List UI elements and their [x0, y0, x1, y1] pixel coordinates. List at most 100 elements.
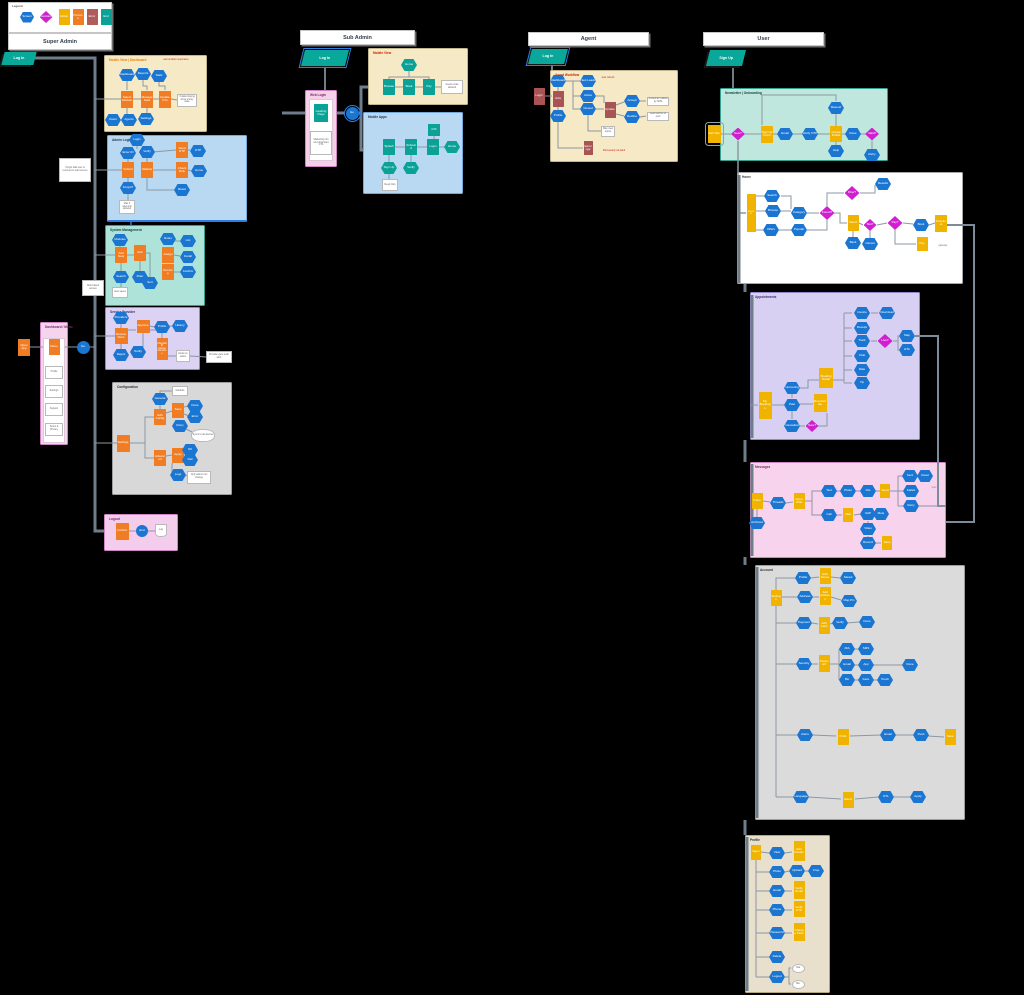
- screen-hex-node[interactable]: View: [769, 847, 785, 859]
- login-parallelogram[interactable]: Sign Up: [706, 50, 746, 66]
- role-banner[interactable]: Super Admin: [8, 33, 112, 50]
- screen-hex-node[interactable]: Verify OTP: [802, 128, 818, 140]
- screen-hex-node[interactable]: Forgot?: [120, 182, 136, 194]
- login-parallelogram[interactable]: Log In: [1, 51, 37, 65]
- terminator-node[interactable]: No: [791, 979, 805, 989]
- screen-hex-node[interactable]: Search: [113, 271, 129, 283]
- process-rect-node[interactable]: Manage Data: [141, 90, 153, 108]
- connector-line[interactable]: [572, 81, 580, 110]
- screen-hex-node[interactable]: Settings: [138, 113, 154, 125]
- screen-hex-node[interactable]: List: [180, 235, 196, 247]
- screen-hex-node[interactable]: Map Pin: [841, 595, 857, 607]
- connector-line[interactable]: [818, 413, 828, 427]
- connector-line[interactable]: [187, 169, 192, 172]
- process-rect-node[interactable]: Send: [880, 484, 890, 498]
- screen-hex-node[interactable]: Profile: [795, 572, 811, 584]
- role-banner[interactable]: User: [703, 32, 824, 46]
- connector-line[interactable]: [858, 222, 864, 226]
- swimlane-container[interactable]: Account: [755, 565, 965, 820]
- decision-diamond-node[interactable]: Filter?: [844, 186, 860, 200]
- note-box[interactable]: Lead returns to pool: [647, 111, 669, 121]
- process-rect-node[interactable]: Jobs: [552, 91, 564, 107]
- screen-hex-node[interactable]: Past: [784, 399, 800, 411]
- screen-hex-node[interactable]: Apply: [910, 791, 926, 803]
- process-rect-node[interactable]: Open App: [18, 338, 30, 356]
- annotation-text[interactable]: gateway: [935, 244, 951, 248]
- screen-hex-node[interactable]: VoIP: [860, 508, 876, 520]
- screen-hex-node[interactable]: Photo: [769, 866, 785, 878]
- connector-line[interactable]: [854, 796, 879, 800]
- screen-hex-node[interactable]: Password: [769, 927, 785, 939]
- connector-line[interactable]: [781, 195, 792, 209]
- screen-hex-node[interactable]: Dashboard: [119, 69, 135, 81]
- screen-hex-node[interactable]: Cancelled: [784, 420, 800, 432]
- process-rect-node[interactable]: My Bookings: [758, 391, 772, 419]
- connector-line[interactable]: [830, 596, 842, 601]
- connector-line[interactable]: [785, 501, 794, 504]
- screen-hex-node[interactable]: Notify: [130, 346, 146, 358]
- connector-line[interactable]: [810, 576, 820, 579]
- screen-hex-node[interactable]: Sign Up: [381, 162, 397, 174]
- connector-line[interactable]: [784, 870, 790, 873]
- process-rect-node[interactable]: Landing Page: [314, 104, 328, 122]
- connector-line[interactable]: [805, 490, 821, 502]
- screen-hex-node[interactable]: Text: [821, 485, 837, 497]
- annotation-text[interactable]: sync: [928, 486, 940, 490]
- connector-line[interactable]: [146, 176, 174, 191]
- screen-hex-node[interactable]: Users: [105, 114, 121, 126]
- decision-diamond-node[interactable]: Sure?: [805, 420, 819, 432]
- screen-hex-node[interactable]: Profile: [550, 110, 566, 122]
- screen-hex-node[interactable]: History: [172, 320, 188, 332]
- connector-line[interactable]: [807, 220, 828, 231]
- screen-hex-node[interactable]: Email: [880, 729, 896, 741]
- screen-hex-node[interactable]: Help: [828, 145, 844, 157]
- screen-hex-node[interactable]: Map: [899, 330, 915, 342]
- screen-hex-node[interactable]: Resend: [828, 102, 844, 114]
- process-rect-node[interactable]: Submit: [122, 162, 134, 178]
- process-rect-node[interactable]: Add Address: [819, 587, 831, 605]
- process-rect-node[interactable]: Save: [882, 536, 892, 550]
- screen-hex-node[interactable]: Modules: [112, 234, 128, 246]
- screen-hex-node[interactable]: Login: [129, 134, 145, 146]
- login-parallelogram[interactable]: Log In: [525, 46, 571, 66]
- connector-line[interactable]: [615, 113, 625, 117]
- screen-hex-node[interactable]: Archived: [749, 517, 765, 529]
- screen-hex-node[interactable]: Track: [854, 335, 870, 347]
- screen-hex-node[interactable]: Push: [913, 729, 929, 741]
- process-rect-node[interactable]: End: [100, 9, 112, 25]
- screen-hex-node[interactable]: Decline: [624, 111, 640, 123]
- connector-line[interactable]: [760, 851, 770, 854]
- screen-hex-node[interactable]: Retry: [172, 420, 188, 432]
- note-box[interactable]: Customer notified by SMS: [647, 96, 669, 106]
- screen-hex-node[interactable]: Face: [858, 674, 874, 686]
- connector-line[interactable]: [876, 222, 888, 226]
- connector-line[interactable]: [170, 98, 178, 101]
- process-rect-node[interactable]: Approve: [136, 319, 150, 333]
- note-box[interactable]: Settings: [45, 384, 63, 398]
- connector-line[interactable]: [159, 390, 172, 393]
- annotation-text[interactable]: Paid weekly via bank: [599, 147, 629, 155]
- screen-hex-node[interactable]: Reject: [113, 349, 129, 361]
- connector-line[interactable]: [185, 474, 188, 477]
- note-box[interactable]: Profile: [45, 365, 63, 379]
- connector-line[interactable]: [897, 341, 899, 351]
- screen-hex-node[interactable]: Done: [902, 659, 918, 671]
- screen-hex-node[interactable]: Retry: [903, 500, 919, 512]
- process-rect-node[interactable]: Menu: [48, 339, 60, 355]
- connector-circle-node[interactable]: Go: [76, 340, 90, 354]
- screen-hex-node[interactable]: New Leads: [580, 75, 596, 87]
- note-box[interactable]: Support: [45, 402, 63, 416]
- screen-hex-node[interactable]: Popular: [791, 224, 807, 236]
- screen-hex-node[interactable]: Detail: [180, 251, 196, 263]
- swimlane-container[interactable]: Profile: [745, 835, 830, 993]
- screen-hex-node[interactable]: Email: [769, 885, 785, 897]
- note-box[interactable]: Deep links: [382, 179, 398, 191]
- screen-hex-node[interactable]: Reset: [174, 184, 190, 196]
- process-rect-node[interactable]: Onboard: [405, 139, 417, 155]
- process-rect-node[interactable]: Settings: [770, 590, 782, 606]
- process-rect-node[interactable]: Validate: [141, 162, 153, 178]
- note-box[interactable]: Marketing info and download CTA: [310, 131, 332, 155]
- screen-hex-node[interactable]: Sort: [142, 277, 158, 289]
- connector-line[interactable]: [761, 94, 837, 125]
- process-rect-node[interactable]: Password: [818, 654, 830, 672]
